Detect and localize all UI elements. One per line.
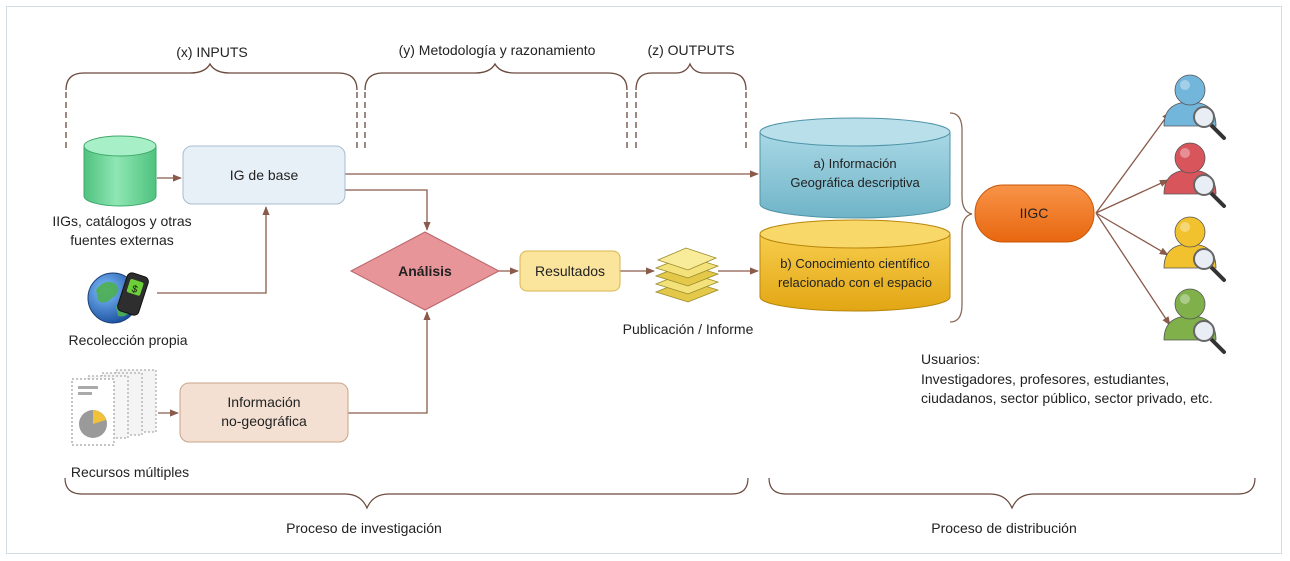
analysis-node: Análisis (349, 231, 501, 311)
descriptive-label-line1: a) Información (813, 156, 896, 171)
svg-text:$: $ (130, 284, 139, 296)
connector-iigc-to-user-4 (1095, 212, 1171, 326)
external-sources-label-line1: IIGs, catálogos y otras (52, 213, 191, 229)
user-magnifier-icon (1163, 288, 1226, 354)
connector-collection-to-ig (157, 206, 270, 294)
iigc-node: IIGC (974, 184, 1095, 243)
non-geo-label-line1: Información (227, 394, 300, 410)
user-icons (1163, 74, 1226, 354)
methodology-header: (y) Metodología y razonamiento (399, 42, 596, 58)
inputs-header: (x) INPUTS (176, 44, 248, 60)
research-brace (64, 477, 749, 510)
results-label: Resultados (535, 263, 605, 279)
distribution-process-label: Proceso de distribución (931, 520, 1077, 536)
ig-base-label: IG de base (230, 167, 299, 183)
user-magnifier-icon (1163, 74, 1226, 140)
diagram-frame (6, 6, 1282, 554)
distribution-brace (768, 477, 1256, 510)
descriptive-label-line2: Geográfica descriptiva (790, 175, 920, 190)
results-node: Resultados (519, 250, 621, 292)
outputs-group-brace (949, 112, 973, 323)
documents-icon (71, 369, 157, 446)
publication-stack-icon (654, 247, 720, 303)
connector-iigc-to-user-3 (1095, 212, 1169, 256)
scientific-label-line1: b) Conocimiento científico (780, 256, 930, 271)
scientific-label-line2: relacionado con el espacio (778, 275, 932, 290)
methodology-brace (364, 62, 628, 150)
research-process-label: Proceso de investigación (286, 520, 442, 536)
outputs-brace (635, 62, 747, 150)
ig-base-node: IG de base (182, 145, 346, 205)
external-database-icon (83, 135, 157, 207)
non-geo-label-line2: no-geográfica (221, 413, 307, 429)
iigc-label: IIGC (1020, 205, 1049, 221)
publication-label: Publicación / Informe (623, 321, 754, 337)
users-title: Usuarios: (921, 351, 980, 367)
connectors (157, 111, 1171, 417)
non-geographic-node: Información no-geográfica (179, 382, 349, 443)
connector-iigc-to-user-2 (1095, 179, 1169, 214)
connector-ig-to-analysis (345, 189, 431, 231)
connector-nongeo-to-analysis (348, 311, 431, 414)
globe-gps-icon: $ (87, 272, 149, 324)
multiple-resources-label: Recursos múltiples (71, 464, 189, 480)
user-magnifier-icon (1163, 216, 1226, 282)
inputs-brace (65, 62, 358, 150)
outputs-header: (z) OUTPUTS (647, 42, 734, 58)
own-collection-label: Recolección propia (68, 332, 187, 348)
external-sources-label-line2: fuentes externas (70, 232, 174, 248)
user-magnifier-icon (1163, 142, 1226, 208)
descriptive-info-cylinder: a) Información Geográfica descriptiva (759, 117, 951, 219)
connector-iigc-to-user-1 (1095, 111, 1171, 214)
users-line1: Investigadores, profesores, estudiantes, (921, 371, 1169, 387)
scientific-knowledge-cylinder: b) Conocimiento científico relacionado c… (759, 219, 951, 312)
analysis-label: Análisis (398, 263, 452, 279)
users-line2: ciudadanos, sector público, sector priva… (921, 390, 1213, 406)
